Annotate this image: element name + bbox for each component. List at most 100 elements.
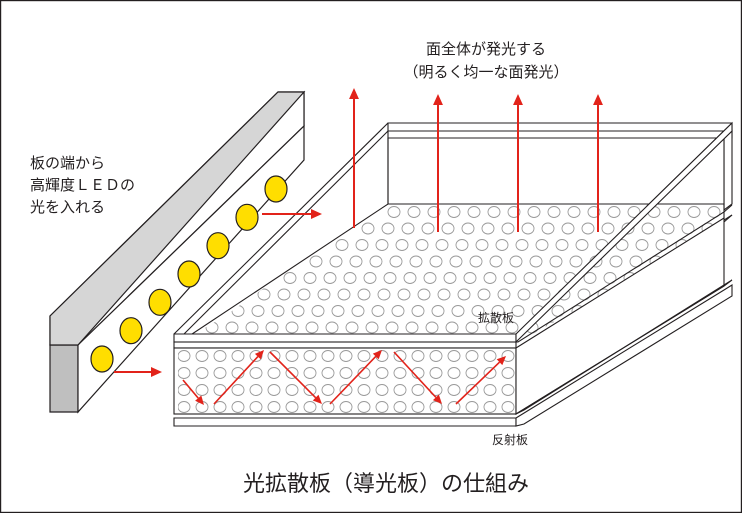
dot xyxy=(495,239,509,251)
dot xyxy=(285,384,299,396)
dot xyxy=(339,401,353,413)
dot xyxy=(357,384,371,396)
dot xyxy=(547,206,561,218)
dot xyxy=(461,222,475,235)
dot xyxy=(609,255,623,268)
dot xyxy=(607,206,621,218)
dot xyxy=(437,288,451,301)
dot xyxy=(195,350,209,362)
led-bar-end xyxy=(49,344,79,413)
dot xyxy=(371,305,385,317)
dot xyxy=(387,206,401,218)
dot xyxy=(707,206,721,218)
dot xyxy=(483,367,497,379)
dot xyxy=(285,350,299,362)
light-arrows xyxy=(114,88,603,405)
dot xyxy=(483,384,497,396)
led-caption-line1: 板の端から xyxy=(30,154,105,172)
arrow xyxy=(393,351,442,404)
dot xyxy=(249,401,263,413)
dot xyxy=(213,367,227,379)
dot xyxy=(447,350,461,362)
plate-assembly xyxy=(173,121,733,427)
dot xyxy=(411,305,425,317)
dot xyxy=(411,350,425,362)
arrow xyxy=(182,379,204,405)
dot xyxy=(375,367,389,379)
dot xyxy=(343,272,357,284)
dot xyxy=(389,255,403,268)
dot xyxy=(447,384,461,396)
dot xyxy=(465,401,479,413)
dot xyxy=(339,367,353,379)
dot xyxy=(501,384,515,396)
arrow xyxy=(349,88,359,228)
dot xyxy=(325,321,339,334)
dot xyxy=(511,305,525,317)
dot xyxy=(213,350,227,362)
dot xyxy=(455,239,469,251)
dot xyxy=(501,401,515,413)
arrow xyxy=(114,367,162,377)
dot xyxy=(321,384,335,396)
dot xyxy=(577,288,591,301)
led-1 xyxy=(90,345,114,373)
led-5 xyxy=(206,232,230,260)
reflector-side xyxy=(515,284,733,427)
dot xyxy=(465,350,479,362)
dot xyxy=(465,321,479,334)
dot xyxy=(361,222,375,235)
dot xyxy=(457,288,471,301)
dot xyxy=(401,222,415,235)
top-caption-line1: 面全体が発光する xyxy=(426,40,546,58)
dot xyxy=(267,384,281,396)
dot xyxy=(627,206,641,218)
dot xyxy=(543,272,557,284)
dot xyxy=(303,350,317,362)
dot xyxy=(429,255,443,268)
dot xyxy=(501,222,515,235)
dot xyxy=(475,239,489,251)
dot xyxy=(357,350,371,362)
dot xyxy=(529,255,543,268)
dot xyxy=(369,255,383,268)
dot xyxy=(489,255,503,268)
reflector-plate xyxy=(173,417,517,427)
dot xyxy=(425,321,439,334)
dot xyxy=(231,401,245,413)
dot xyxy=(178,350,191,362)
dot xyxy=(483,401,497,413)
dot xyxy=(521,222,535,235)
dot xyxy=(257,288,271,301)
arrow xyxy=(213,350,264,405)
dot xyxy=(515,239,529,251)
dot xyxy=(581,222,595,235)
led-caption-line2: 高輝度ＬＥＤの xyxy=(30,176,135,194)
led-bar-top xyxy=(49,91,306,346)
dot xyxy=(441,222,455,235)
dot xyxy=(641,222,655,235)
dot xyxy=(509,255,523,268)
dot xyxy=(405,321,419,334)
dot xyxy=(375,239,389,251)
dot xyxy=(363,272,377,284)
guide-dot-pattern xyxy=(178,350,515,413)
dot xyxy=(249,384,263,396)
dot xyxy=(303,384,317,396)
dot xyxy=(271,305,285,317)
arrow xyxy=(329,350,382,405)
dot xyxy=(451,305,465,317)
dot xyxy=(429,350,443,362)
dot xyxy=(355,239,369,251)
dot xyxy=(469,255,483,268)
dot xyxy=(417,288,431,301)
dot xyxy=(178,367,191,379)
dot xyxy=(351,305,365,317)
dot xyxy=(178,401,191,413)
dot xyxy=(431,305,445,317)
dot xyxy=(249,367,263,379)
dot xyxy=(435,239,449,251)
led-7 xyxy=(264,175,288,203)
